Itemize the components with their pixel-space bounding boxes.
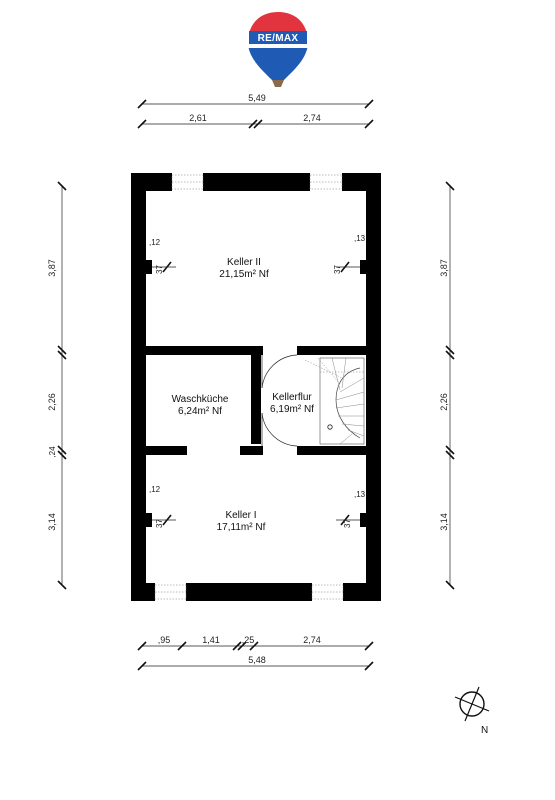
left-dimension-lines (57, 181, 67, 590)
dim-left-upper: 3,87 (47, 259, 57, 277)
top-dimension-lines (137, 99, 374, 129)
dim-left-gap: ,24 (48, 446, 57, 458)
dim-top-right: 2,74 (303, 113, 321, 123)
dim-right-lower: 3,14 (439, 513, 449, 531)
logo-bottom-band (248, 48, 308, 80)
dim-bottom-total: 5,48 (248, 655, 266, 665)
room-kellerflur-area: 6,19m² Nf (270, 404, 314, 415)
remax-logo: RE/MAX (248, 12, 308, 87)
room-waschkueche-name: Waschküche (172, 394, 229, 405)
dim-bottom-d: 2,74 (303, 635, 321, 645)
niche-lower-right-depth: 37 (343, 519, 352, 528)
niche-upper-right-width: ,13 (354, 234, 366, 243)
room-waschkueche-area: 6,24m² Nf (178, 406, 222, 417)
dim-right-middle: 2,26 (439, 393, 449, 411)
niche-lower-right-width: ,13 (354, 490, 366, 499)
dim-bottom-c: ,25 (242, 635, 255, 645)
dim-right-upper: 3,87 (439, 259, 449, 277)
room-keller1-area: 17,11m² Nf (217, 522, 266, 533)
niche-lower-left-depth: 37 (155, 519, 164, 528)
room-kellerflur-name: Kellerflur (272, 392, 312, 403)
dim-left-lower: 3,14 (47, 513, 57, 531)
logo-basket (272, 80, 284, 87)
bottom-dimension-lines (137, 641, 374, 671)
wall-niches (146, 260, 366, 527)
right-dimension-lines (445, 181, 455, 590)
dim-top-left: 2,61 (189, 113, 207, 123)
niche-upper-left-width: ,12 (149, 238, 161, 247)
logo-top-band (248, 12, 308, 32)
logo-text: RE/MAX (258, 33, 299, 44)
room-keller2-name: Keller II (227, 257, 261, 268)
dim-top-total: 5,49 (248, 93, 266, 103)
dim-bottom-a: ,95 (158, 635, 171, 645)
windows (154, 174, 344, 600)
niche-upper-left-depth: 37 (155, 265, 164, 274)
staircase (304, 357, 365, 445)
door-swings (261, 354, 298, 447)
room-keller2-area: 21,15m² Nf (219, 269, 269, 280)
room-keller1-name: Keller I (225, 510, 256, 521)
compass-icon (454, 686, 490, 722)
niche-upper-right-depth: 37 (333, 265, 342, 274)
compass-north-label: N (481, 725, 488, 736)
niche-dimension-marks (152, 261, 360, 526)
dim-bottom-b: 1,41 (202, 635, 220, 645)
outer-walls (131, 173, 381, 601)
interior-walls (146, 346, 366, 455)
niche-lower-left-width: ,12 (149, 485, 161, 494)
logo-text-band (249, 31, 307, 44)
dim-left-middle: 2,26 (47, 393, 57, 411)
